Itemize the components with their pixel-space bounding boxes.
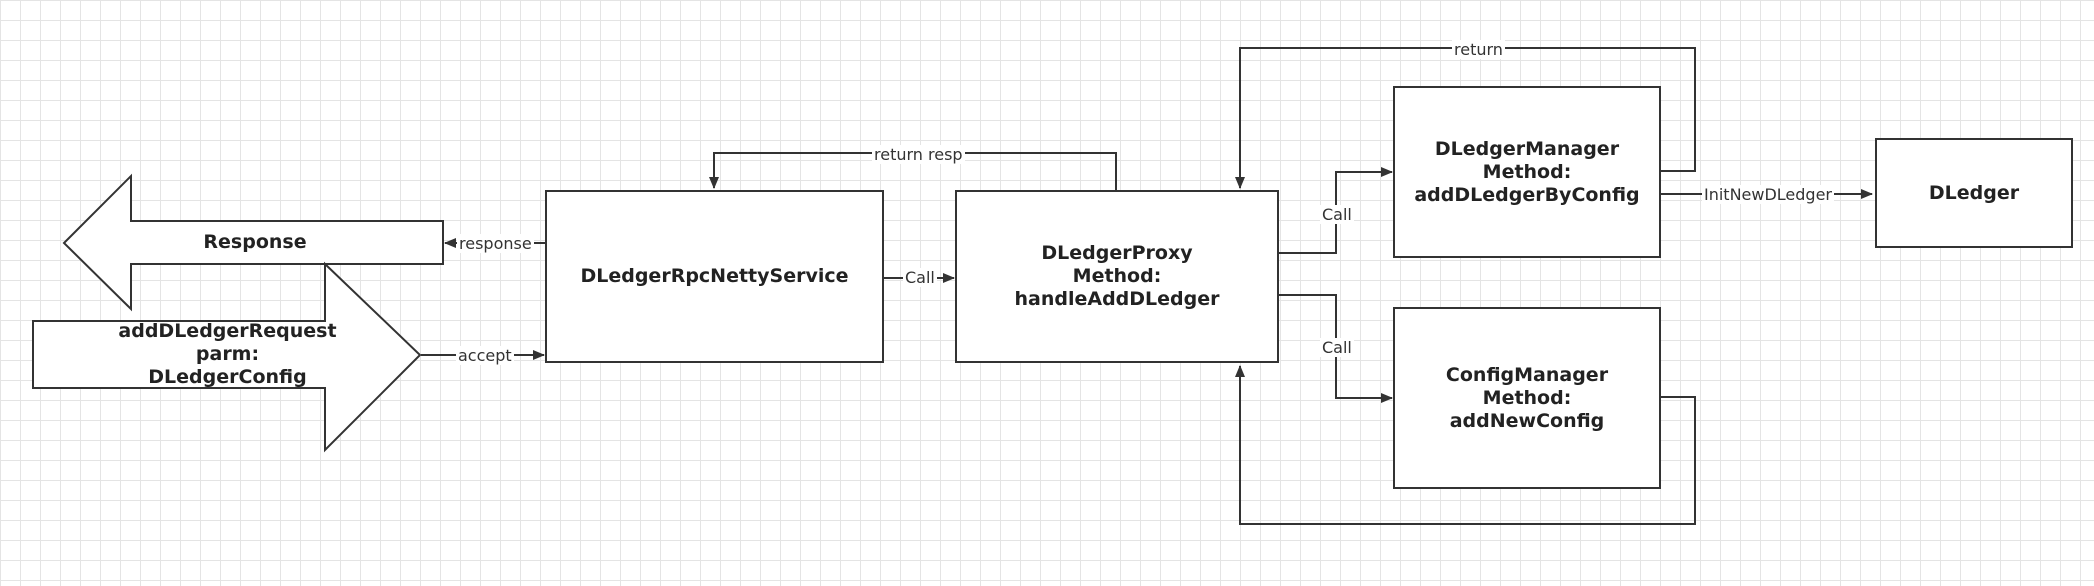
edge-label-call-proxy: Call — [903, 268, 937, 287]
manager-node: DLedgerManager Method: addDLedgerByConfi… — [1393, 86, 1661, 258]
edge-label-return-top: return — [1452, 40, 1505, 59]
edge-return-top — [1235, 47, 1696, 189]
edge-label-return-resp: return resp — [872, 145, 965, 164]
request-arrow-shape — [32, 261, 422, 453]
response-arrow-shape — [62, 173, 444, 312]
response-node: Response — [203, 231, 307, 253]
edge-config-return — [1235, 365, 1696, 525]
dledger-node: DLedger — [1875, 138, 2073, 248]
config-manager-node: ConfigManager Method: addNewConfig — [1393, 307, 1661, 489]
rpc-service-node: DLedgerRpcNettyService — [545, 190, 884, 363]
edge-label-init-new: InitNewDLedger — [1702, 185, 1835, 204]
edge-label-call-manager: Call — [1320, 205, 1354, 224]
edge-label-accept: accept — [456, 346, 514, 365]
edge-label-response: response — [457, 234, 534, 253]
request-node: addDLedgerRequest parm: DLedgerConfig — [118, 320, 337, 388]
proxy-node: DLedgerProxy Method: handleAddDLedger — [955, 190, 1279, 363]
edge-label-call-config: Call — [1320, 338, 1354, 357]
